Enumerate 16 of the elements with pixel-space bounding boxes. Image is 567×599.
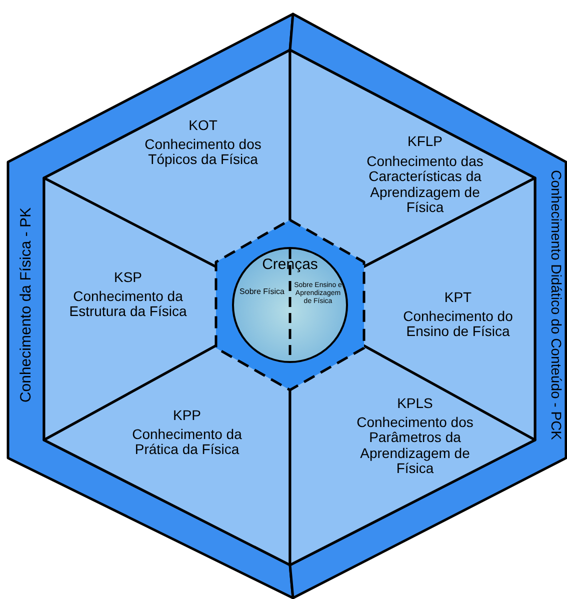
band-title: Conhecimento Didático do Conteúdo - PCK	[548, 170, 564, 440]
segment-code: KPT	[443, 290, 473, 306]
segment-code: KSP	[112, 270, 143, 286]
segment-title: Conhecimento da Prática da Física	[131, 427, 243, 458]
band-title: Conhecimento da Física - PK	[17, 207, 35, 403]
circle-title: Crenças	[261, 256, 319, 274]
segment-title: Conhecimento do Ensino de Física	[402, 309, 514, 340]
segment-code: KOT	[188, 118, 218, 134]
segment-title: Conhecimento das Características da Aprendizagem de Física	[366, 154, 484, 216]
segment-code: KPLS	[396, 396, 434, 412]
segment-code: KFLP	[406, 134, 444, 150]
half-label: Sobre Física	[239, 287, 285, 296]
segment-title: Conhecimento da Estrutura da Física	[68, 289, 188, 320]
segment-title: Conhecimento dos Tópicos da Física	[144, 137, 262, 168]
segment-title: Conhecimento dos Parâmetros da Aprendizagem de Física	[356, 415, 474, 477]
segment-code: KPP	[172, 408, 202, 424]
